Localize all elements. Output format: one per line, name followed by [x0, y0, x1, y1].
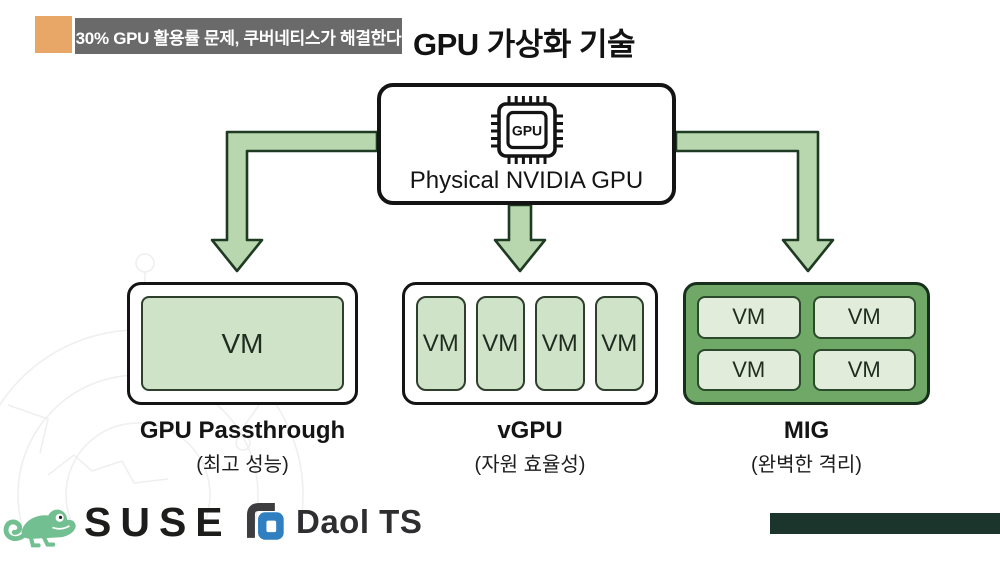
kicker-badge-label: 30% GPU 활용률 문제, 쿠버네티스가 해결한다 — [75, 28, 402, 48]
vm-block: VM — [416, 296, 466, 391]
passthrough-name: GPU Passthrough — [139, 417, 346, 444]
gpu-chip-icon: GPU — [490, 95, 563, 164]
vm-block: VM — [697, 348, 801, 391]
mig-label-group: MIG (완벽한 격리) — [683, 417, 930, 477]
daol-logo-text: Daol TS — [296, 503, 423, 540]
vgpu-subtitle: (자원 효율성) — [474, 453, 586, 476]
vgpu-label-group: vGPU (자원 효율성) — [402, 417, 658, 477]
mig-name: MIG — [783, 417, 830, 444]
vm-block: VM — [475, 296, 525, 391]
vgpu-name: vGPU — [497, 417, 563, 444]
passthrough-label-group: GPU Passthrough (최고 성능) — [127, 417, 358, 477]
physical-gpu-label: Physical NVIDIA GPU — [409, 166, 644, 194]
daol-logo-icon — [246, 502, 284, 540]
suse-chameleon-icon — [3, 509, 76, 548]
passthrough-subtitle: (최고 성능) — [196, 453, 289, 476]
vm-block: VM — [141, 296, 344, 391]
footer-accent-bar — [770, 513, 1000, 534]
accent-square — [35, 16, 72, 53]
suse-logo-text: SUSE — [84, 499, 232, 545]
arrow-to-mig — [674, 130, 835, 273]
kicker-badge: 30% GPU 활용률 문제, 쿠버네티스가 해결한다 — [75, 18, 402, 54]
passthrough-box: VM — [127, 282, 358, 405]
vm-block: VM — [594, 296, 644, 391]
page-title: GPU 가상화 기술 — [413, 27, 636, 62]
arrow-to-vgpu — [493, 203, 547, 273]
mig-box: VM VM VM VM — [683, 282, 930, 405]
gpu-chip-label: GPU — [511, 122, 541, 138]
vm-block: VM — [535, 296, 585, 391]
physical-gpu-box: GPU Physical NVIDIA GPU — [377, 83, 676, 205]
vm-block: VM — [812, 348, 916, 391]
mig-subtitle: (완벽한 격리) — [751, 453, 862, 476]
vm-block: VM — [697, 296, 801, 339]
vm-block: VM — [812, 296, 916, 339]
vgpu-box: VM VM VM VM — [402, 282, 658, 405]
